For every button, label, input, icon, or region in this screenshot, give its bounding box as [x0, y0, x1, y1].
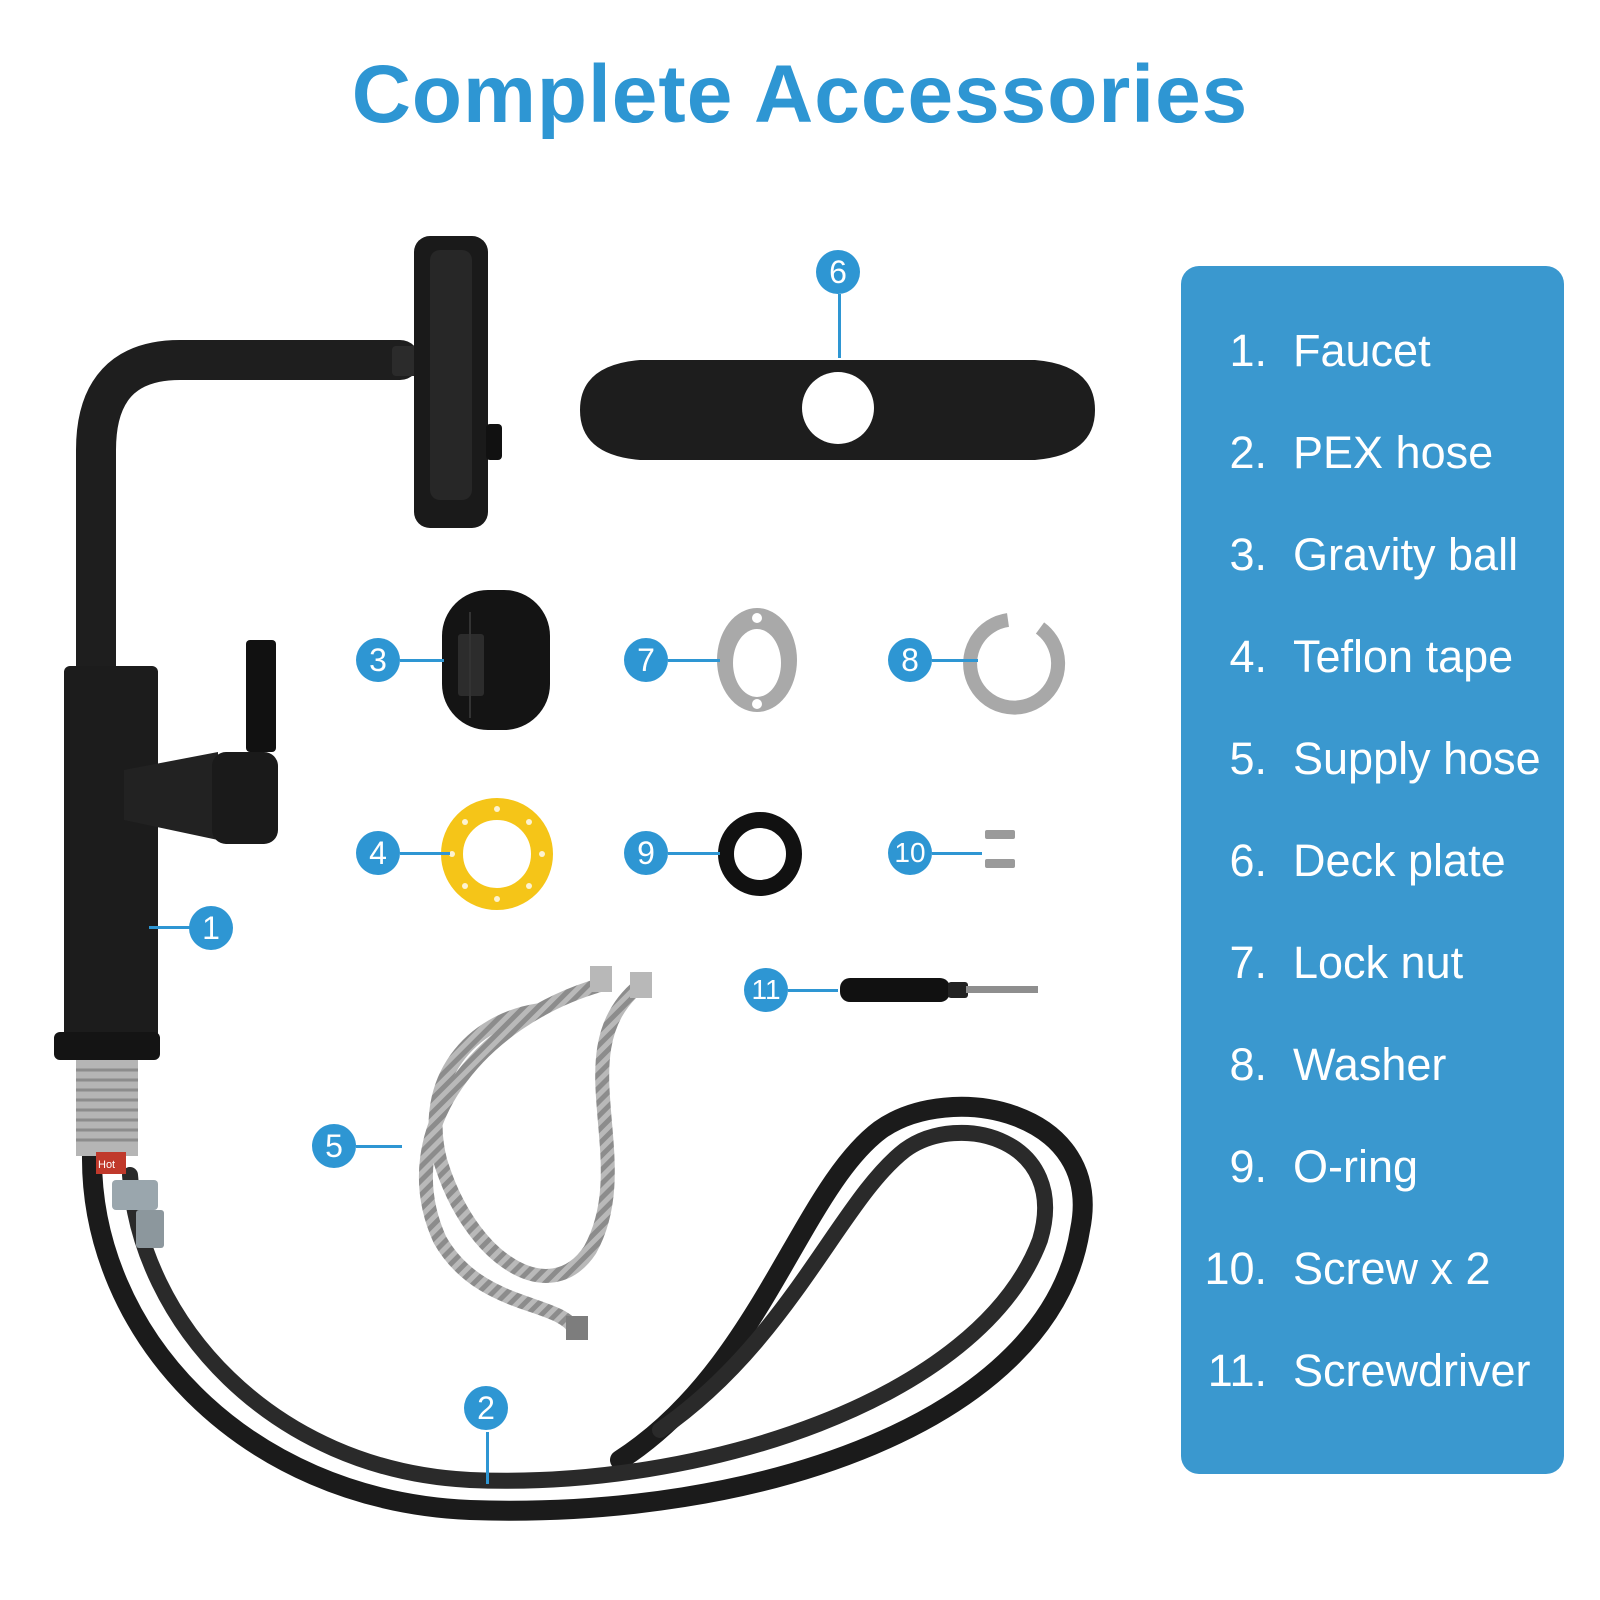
screwdriver — [840, 978, 1038, 1002]
gravity-ball — [442, 590, 550, 730]
leader-9 — [668, 852, 720, 855]
legend-number: 3. — [1229, 529, 1267, 580]
legend-item: 8. Washer — [1181, 1014, 1564, 1116]
legend-number: 9. — [1229, 1141, 1267, 1192]
legend-label: Screw x 2 — [1293, 1243, 1491, 1294]
legend-item: 3. Gravity ball — [1181, 504, 1564, 606]
legend-number: 10. — [1204, 1243, 1267, 1294]
teflon-tape — [441, 798, 553, 910]
legend-label: Screwdriver — [1293, 1345, 1531, 1396]
o-ring — [718, 812, 802, 896]
leader-3 — [400, 659, 444, 662]
callout-4: 4 — [356, 831, 400, 875]
legend-item: 6. Deck plate — [1181, 810, 1564, 912]
legend-item: 1. Faucet — [1181, 300, 1564, 402]
legend-number: 8. — [1229, 1039, 1267, 1090]
legend-label: Lock nut — [1293, 937, 1464, 988]
legend-number: 11. — [1207, 1345, 1267, 1396]
leader-8 — [932, 659, 978, 662]
callout-5: 5 — [312, 1124, 356, 1168]
leader-4 — [400, 852, 450, 855]
legend-item: 9. O-ring — [1181, 1116, 1564, 1218]
hot-tag-text: Hot — [98, 1159, 115, 1171]
leader-10 — [932, 852, 982, 855]
legend-label: Faucet — [1293, 325, 1431, 376]
lock-nut — [717, 608, 797, 712]
leader-5 — [356, 1145, 402, 1148]
leader-2 — [486, 1432, 489, 1484]
leader-6 — [838, 294, 841, 358]
leader-7 — [668, 659, 720, 662]
legend-number: 2. — [1229, 427, 1267, 478]
supply-hose — [418, 966, 652, 1340]
page-title: Complete Accessories — [351, 49, 1249, 140]
leader-1 — [149, 926, 211, 929]
legend-label: Teflon tape — [1293, 631, 1514, 682]
faucet: Hot — [54, 236, 502, 1248]
callout-3: 3 — [356, 638, 400, 682]
legend-label: Deck plate — [1293, 835, 1506, 886]
pex-hose — [81, 1096, 1093, 1521]
callout-6: 6 — [816, 250, 860, 294]
legend-label: O-ring — [1293, 1141, 1419, 1192]
callout-10: 10 — [888, 831, 932, 875]
callout-7: 7 — [624, 638, 668, 682]
washer — [963, 613, 1066, 715]
legend-item: 4. Teflon tape — [1181, 606, 1564, 708]
legend-panel: 1. Faucet 2. PEX hose 3. Gravity ball 4. Tef… — [1181, 266, 1564, 1474]
callout-9: 9 — [624, 831, 668, 875]
legend-item: 5. Supply hose — [1181, 708, 1564, 810]
callout-1: 1 — [189, 906, 233, 950]
callout-8: 8 — [888, 638, 932, 682]
legend-item: 7. Lock nut — [1181, 912, 1564, 1014]
legend-item: 11. Screwdriver — [1181, 1320, 1564, 1422]
callout-11: 11 — [744, 968, 788, 1012]
deck-plate — [580, 360, 1095, 460]
legend-number: 5. — [1229, 733, 1267, 784]
legend-number: 1. — [1229, 325, 1267, 376]
leader-11 — [788, 989, 838, 992]
legend-number: 7. — [1229, 937, 1267, 988]
legend-item: 10. Screw x 2 — [1181, 1218, 1564, 1320]
legend-item: 2. PEX hose — [1181, 402, 1564, 504]
legend-label: Gravity ball — [1293, 529, 1519, 580]
callout-2: 2 — [464, 1386, 508, 1430]
legend-label: PEX hose — [1293, 427, 1494, 478]
legend-number: 4. — [1229, 631, 1267, 682]
legend-label: Supply hose — [1293, 733, 1541, 784]
screws — [985, 830, 1015, 868]
legend-number: 6. — [1229, 835, 1267, 886]
legend-label: Washer — [1293, 1039, 1447, 1090]
